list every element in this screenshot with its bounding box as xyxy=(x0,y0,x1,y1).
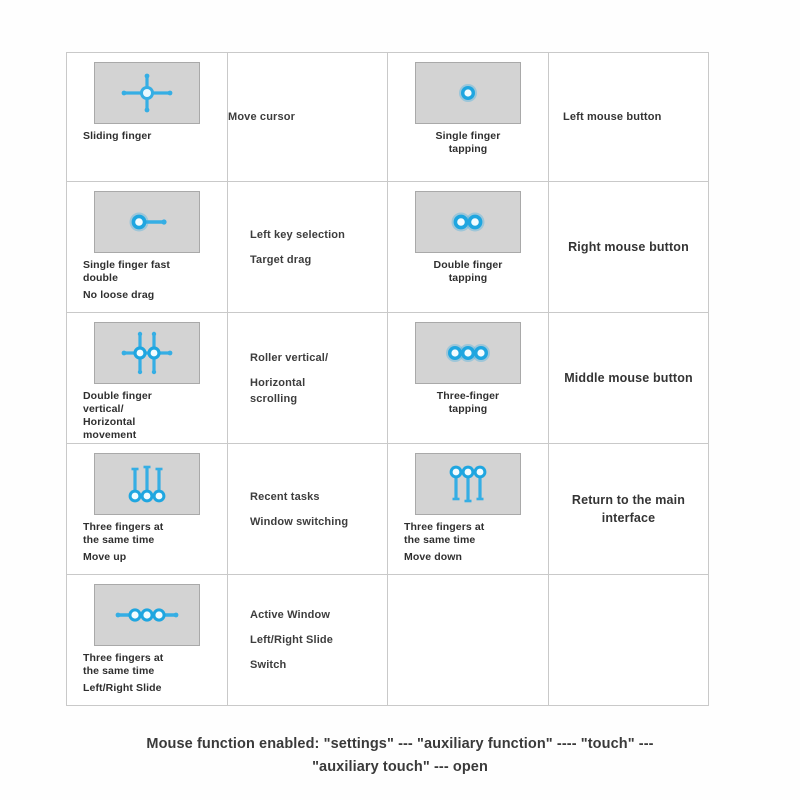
touchpad-graphic xyxy=(415,453,521,515)
description-line: Switch xyxy=(250,659,287,671)
gesture-icon-caption: Three fingers at the same time Left/Righ… xyxy=(83,652,164,694)
gesture-icon-cell: Three fingers at the same time Move up xyxy=(66,443,228,575)
three-fingers-move-up-icon xyxy=(128,465,166,503)
touchpad-graphic xyxy=(94,453,200,515)
description-line: Move cursor xyxy=(228,111,296,123)
description-line: Target drag xyxy=(250,253,312,266)
gesture-icon-cell: Double finger vertical/ Horizontal movem… xyxy=(66,312,228,444)
description-line: scrolling xyxy=(250,392,298,405)
action-line: Right mouse xyxy=(568,240,646,254)
action-line: button xyxy=(653,371,693,385)
gesture-description-cell: Move cursor xyxy=(227,52,388,182)
empty-cell xyxy=(387,574,549,706)
footer-instruction: Mouse function enabled: "settings" --- "… xyxy=(60,733,740,779)
touchpad-graphic xyxy=(415,322,521,384)
touchpad-graphic xyxy=(415,191,521,253)
tap-icon-cell: Single finger tapping xyxy=(387,52,549,182)
gesture-icon-cell: Three fingers at the same time Left/Righ… xyxy=(66,574,228,706)
gesture-icon-caption: Single finger tapping xyxy=(435,130,501,155)
touchpad-graphic xyxy=(94,191,200,253)
action-line: Middle mouse xyxy=(564,371,650,385)
double-finger-tap-icon xyxy=(451,212,485,232)
touchpad-graphic xyxy=(415,62,521,124)
tap-icon-cell: Double finger tapping xyxy=(387,181,549,313)
three-finger-tap-icon xyxy=(446,344,490,362)
gesture-icon-caption: Three fingers at the same time Move down xyxy=(404,521,485,563)
gesture-description-cell: Left key selection Target drag xyxy=(227,181,388,313)
touchpad-graphic xyxy=(94,584,200,646)
gesture-icon-caption: Double finger vertical/ Horizontal movem… xyxy=(83,390,152,441)
description-line: Left/Right Slide xyxy=(250,634,334,646)
tap-icon-cell: Three fingers at the same time Move down xyxy=(387,443,549,575)
mouse-action-cell: Left mouse button xyxy=(548,52,709,182)
table-row: Double finger vertical/ Horizontal movem… xyxy=(66,312,709,444)
description-line: Horizontal xyxy=(250,376,306,389)
tap-icon-cell: Three-finger tapping xyxy=(387,312,549,444)
gesture-description-cell: Active Window Left/Right Slide Switch xyxy=(227,574,388,706)
gesture-icon-cell: Sliding finger xyxy=(66,52,228,182)
single-finger-fast-double-drag-icon xyxy=(129,212,167,232)
gesture-icon-caption: Three fingers at the same time Move up xyxy=(83,521,164,563)
description-line: Roller vertical/ xyxy=(250,351,329,364)
description-line: Active Window xyxy=(250,609,331,621)
footer-line-2: "auxiliary touch" --- open xyxy=(312,759,488,775)
action-line: main interface xyxy=(601,493,686,525)
table-row: Sliding finger Move cursor xyxy=(66,52,709,182)
table-row: Three fingers at the same time Move up R… xyxy=(66,443,709,575)
gesture-mapping-table: Sliding finger Move cursor xyxy=(66,52,709,706)
gesture-icon-caption: Three-finger tapping xyxy=(436,390,500,415)
three-fingers-move-down-icon xyxy=(449,465,487,503)
gesture-description-cell: Roller vertical/ Horizontal scrolling xyxy=(227,312,388,444)
single-finger-tap-icon xyxy=(459,84,477,102)
description-line: Left key selection xyxy=(250,228,346,241)
action-line: Left mouse button xyxy=(563,111,662,123)
mouse-action-cell: Right mouse button xyxy=(548,181,709,313)
double-finger-vertical-horizontal-icon xyxy=(121,331,173,375)
touchpad-graphic xyxy=(94,62,200,124)
action-line: Return to the xyxy=(571,493,652,507)
action-line: button xyxy=(649,240,689,254)
empty-cell xyxy=(548,574,709,706)
description-line: Recent tasks xyxy=(250,490,320,503)
gesture-icon-caption: Single finger fast double No loose drag xyxy=(83,259,170,301)
gesture-description-cell: Recent tasks Window switching xyxy=(227,443,388,575)
mouse-action-cell: Return to the main interface xyxy=(548,443,709,575)
sliding-finger-cross-icon xyxy=(121,73,173,113)
footer-line-1: Mouse function enabled: "settings" --- "… xyxy=(146,736,654,752)
gesture-icon-caption: Sliding finger xyxy=(83,130,152,142)
mouse-action-cell: Middle mouse button xyxy=(548,312,709,444)
gesture-icon-caption: Double finger tapping xyxy=(433,259,503,284)
gesture-icon-cell: Single finger fast double No loose drag xyxy=(66,181,228,313)
touchpad-graphic xyxy=(94,322,200,384)
description-line: Window switching xyxy=(250,515,349,528)
table-row: Three fingers at the same time Left/Righ… xyxy=(66,574,709,706)
table-row: Single finger fast double No loose drag … xyxy=(66,181,709,313)
three-fingers-left-right-slide-icon xyxy=(115,608,179,622)
